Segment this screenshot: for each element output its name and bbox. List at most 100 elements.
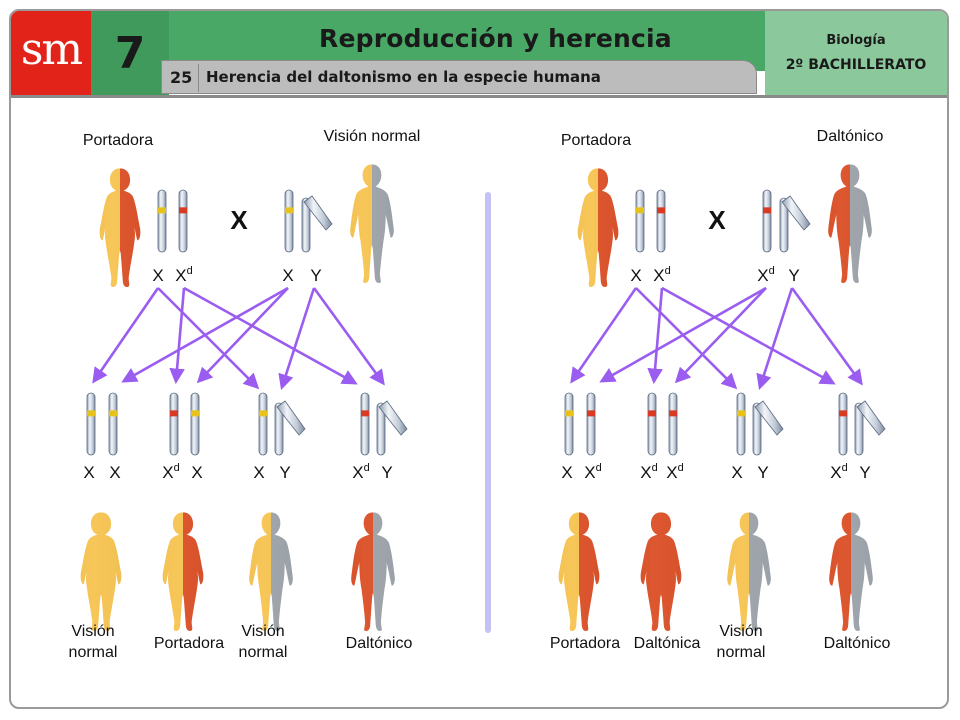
left-arrow-8 — [312, 287, 385, 386]
right-father-gene-1: Xd — [757, 265, 774, 285]
left-arrow-5 — [157, 287, 260, 390]
right-arrow-1 — [570, 287, 638, 384]
right-child-2-gene-1: Xd — [640, 462, 657, 482]
right-child-1-figure — [558, 512, 600, 631]
left-child-4-gene-1: Xd — [352, 462, 369, 482]
left-child-4-gene-2-base: Y — [381, 463, 392, 482]
left-child-3-label-1: Visión — [241, 623, 284, 640]
course-box: Biología 2º BACHILLERATO — [765, 11, 947, 95]
right-child-3-label-1: Visión — [719, 623, 762, 640]
logo-text: sm — [20, 23, 83, 75]
right-mother-chromosome-xd — [656, 189, 666, 253]
left-mother-gene-1: X — [152, 266, 163, 285]
left-arrow-7 — [183, 286, 358, 385]
left-child-3-label-2: normal — [239, 644, 288, 661]
right-child-4-chromosome-y — [854, 400, 886, 456]
right-child-3-chromosome-1 — [736, 392, 746, 456]
right-child-1-gene-1: X — [561, 463, 572, 482]
right-mother-gene-1-base: X — [630, 266, 641, 285]
left-mother-chromosome-x — [157, 189, 167, 253]
right-child-1-gene-1-base: X — [561, 463, 572, 482]
right-child-2-gene-2-sup: d — [678, 462, 684, 474]
left-cross-symbol: X — [230, 205, 248, 235]
left-arrow-1 — [92, 287, 160, 384]
right-mother-gene-2-sup: d — [665, 265, 671, 277]
left-mother-gene-2-base: X — [175, 266, 186, 285]
right-child-4-gene-2-base: Y — [859, 463, 870, 482]
left-child-4-chromosome-y — [376, 400, 408, 456]
sm-logo: sm — [11, 11, 91, 95]
right-child-2-gene-2-base: X — [666, 463, 677, 482]
left-father-gene-2-base: Y — [310, 266, 321, 285]
left-child-1-gene-2: X — [109, 463, 120, 482]
left-child-4-gene-2: Y — [381, 463, 392, 482]
right-child-4-chromosome-1 — [838, 392, 848, 456]
left-child-1-gene-1: X — [83, 463, 94, 482]
left-child-2-figure — [162, 512, 204, 631]
left-child-3-gene-2-base: Y — [279, 463, 290, 482]
left-father-gene-2: Y — [310, 266, 321, 285]
left-child-1-figure — [80, 512, 122, 631]
right-mother-figure — [577, 168, 619, 287]
right-child-4-gene-1-sup: d — [842, 462, 848, 474]
left-child-3-gene-1: X — [253, 463, 264, 482]
left-mother-gene-2-sup: d — [187, 265, 193, 277]
right-child-2-gene-2: Xd — [666, 462, 683, 482]
right-arrow-3 — [647, 287, 664, 385]
left-child-3-gene-1-base: X — [253, 463, 264, 482]
right-child-1-gene-2-sup: d — [596, 462, 602, 474]
right-father-label: Daltónico — [817, 128, 884, 145]
right-child-1-label-1: Portadora — [550, 635, 620, 652]
right-child-3-label-2: normal — [717, 644, 766, 661]
right-child-3-gene-2: Y — [757, 463, 768, 482]
left-child-1-chromosome-2 — [108, 392, 118, 456]
left-arrow-3 — [169, 287, 186, 385]
left-child-2-gene-1: Xd — [162, 462, 179, 482]
left-child-3-chromosome-1 — [258, 392, 268, 456]
left-child-1-gene-1-base: X — [83, 463, 94, 482]
left-father-label: Visión normal — [324, 128, 421, 145]
left-child-2-gene-2-base: X — [191, 463, 202, 482]
chromosome-layer — [86, 189, 886, 456]
course-subject: Biología — [826, 33, 886, 48]
left-child-4-gene-1-sup: d — [364, 462, 370, 474]
section-separator — [198, 64, 199, 92]
left-mother-gene-2: Xd — [175, 265, 192, 285]
left-father-chromosome-x — [284, 189, 294, 253]
right-child-3-gene-1: X — [731, 463, 742, 482]
right-father-gene-1-sup: d — [769, 265, 775, 277]
right-father-chromosome-x — [762, 189, 772, 253]
left-child-1-label-2: normal — [69, 644, 118, 661]
right-cross-symbol: X — [708, 205, 726, 235]
left-child-1-label-1: Visión — [71, 623, 114, 640]
right-arrow-4 — [674, 287, 767, 384]
right-child-2-gene-1-sup: d — [652, 462, 658, 474]
left-child-3-gene-2: Y — [279, 463, 290, 482]
left-child-3-figure — [249, 512, 293, 631]
right-child-3-gene-1-base: X — [731, 463, 742, 482]
left-arrow-6 — [278, 287, 316, 390]
right-father-gene-2: Y — [788, 266, 799, 285]
left-father-gene-1: X — [282, 266, 293, 285]
left-father-chromosome-y — [301, 195, 333, 253]
right-child-3-figure — [727, 512, 771, 631]
right-child-4-gene-1-base: X — [830, 463, 841, 482]
left-mother-gene-1-base: X — [152, 266, 163, 285]
arrows-layer — [92, 286, 863, 390]
left-father-figure — [350, 164, 394, 283]
left-child-4-label-1: Daltónico — [346, 635, 413, 652]
left-mother-chromosome-xd — [178, 189, 188, 253]
left-mother-label: Portadora — [83, 132, 153, 149]
right-mother-gene-2: Xd — [653, 265, 670, 285]
right-child-3-chromosome-y — [752, 400, 784, 456]
right-child-1-gene-2-base: X — [584, 463, 595, 482]
right-child-2-figure — [640, 512, 682, 631]
left-child-2-gene-2: X — [191, 463, 202, 482]
left-mother-figure — [99, 168, 141, 287]
right-mother-label: Portadora — [561, 132, 631, 149]
left-child-2-chromosome-1 — [169, 392, 179, 456]
right-child-4-gene-1: Xd — [830, 462, 847, 482]
right-child-2-chromosome-1 — [647, 392, 657, 456]
right-child-1-chromosome-1 — [564, 392, 574, 456]
